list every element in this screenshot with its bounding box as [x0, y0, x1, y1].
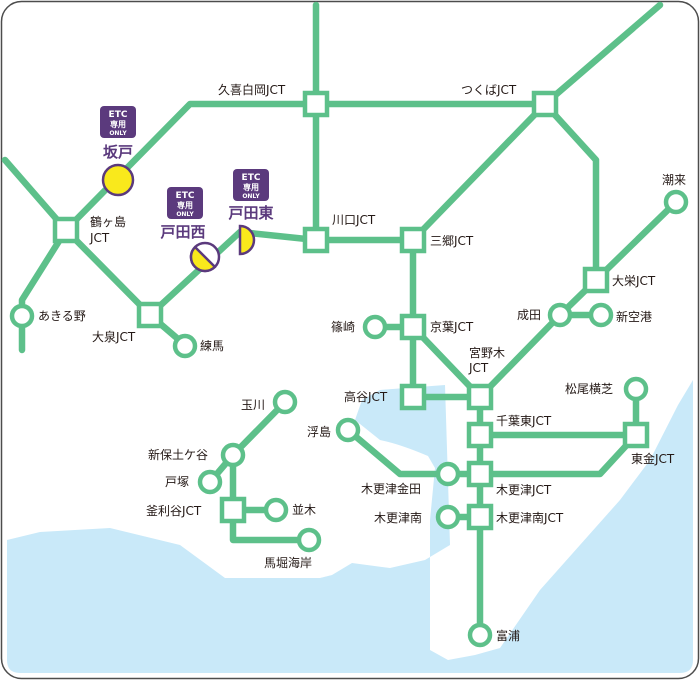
- etc-badge-top: ETC: [242, 173, 261, 183]
- jct-oizumi[interactable]: [136, 301, 164, 329]
- etc-badge-mid: 専用: [243, 182, 259, 192]
- jct-kawaguchi[interactable]: [302, 226, 330, 254]
- label-kisarazu-minami: 木更津南: [374, 510, 422, 525]
- etc-badge-bot: ONLY: [109, 130, 127, 137]
- ic-totsuka[interactable]: [197, 469, 223, 495]
- road-misato-tsukuba: [409, 100, 549, 244]
- ic-matsuo-yokoshiba[interactable]: [623, 376, 649, 402]
- label-akiruno: あきる野: [38, 309, 86, 323]
- label-nerima: 練馬: [200, 339, 224, 353]
- ic-maborikaigan[interactable]: [296, 527, 322, 553]
- etc-badge-bot: ONLY: [242, 193, 260, 200]
- ic-namiki[interactable]: [263, 497, 289, 523]
- ic-tomiura[interactable]: [467, 622, 493, 648]
- road-ken-o-tsukuba-oei: [541, 100, 600, 284]
- road-aqua-line: [344, 426, 452, 478]
- label-narita: 成田: [517, 308, 541, 322]
- label-togane-jct: 東金JCT: [631, 451, 675, 466]
- etc-badge-bot: ONLY: [176, 211, 194, 218]
- label-totsuka: 戸塚: [165, 475, 189, 489]
- junctions: [52, 90, 650, 531]
- jct-miyanogi[interactable]: [466, 383, 494, 411]
- label-shin-kuko: 新空港: [616, 309, 652, 324]
- etc-badge-mid: 専用: [110, 119, 126, 129]
- place-labels: 久喜白岡JCT つくばJCT 潮来 鶴ヶ島 JCT あきる野 大泉JCT 練馬 …: [38, 82, 686, 643]
- label-tsukuba-jct: つくばJCT: [461, 83, 517, 97]
- label-miyanogi-jct-line2: JCT: [468, 361, 489, 375]
- ic-nerima[interactable]: [172, 333, 198, 359]
- label-tomiura: 富浦: [496, 628, 520, 643]
- ic-kisarazu-kaneda[interactable]: [435, 461, 461, 487]
- label-maborikaigan: 馬堀海岸: [264, 555, 312, 570]
- jct-kisarazu-minami[interactable]: [466, 503, 494, 531]
- etc-badge-mid: 専用: [177, 200, 193, 210]
- label-kisarazu-kaneda: 木更津金田: [361, 481, 421, 496]
- jct-misato[interactable]: [399, 226, 427, 254]
- label-kisarazu-minami-jct: 木更津南JCT: [496, 510, 564, 525]
- etc-badge-box: [100, 106, 136, 138]
- jct-togane[interactable]: [622, 421, 650, 449]
- label-ukishima: 浮島: [307, 424, 331, 439]
- label-kisarazu-jct: 木更津JCT: [496, 483, 552, 497]
- etc-badge-todahigashi: ETC 専用 ONLY 戸田東: [228, 169, 274, 222]
- etc-ic-name: 戸田東: [228, 204, 273, 222]
- etc-ic-name: 戸田西: [160, 223, 205, 241]
- ic-todahigashi-etc[interactable]: [238, 224, 256, 256]
- ic-shinozaki[interactable]: [362, 314, 388, 340]
- ic-tamagawa[interactable]: [272, 389, 298, 415]
- ic-shin-kuko[interactable]: [588, 302, 614, 328]
- label-oei-jct: 大栄JCT: [612, 274, 656, 288]
- label-oizumi-jct: 大泉JCT: [92, 330, 136, 344]
- etc-badge-box: [233, 169, 269, 201]
- label-tsurugashima-jct-line1: 鶴ヶ島: [90, 214, 126, 229]
- jct-kamariya[interactable]: [219, 496, 247, 524]
- label-itako: 潮来: [662, 172, 686, 187]
- tokyo-bay-sea: [7, 380, 693, 673]
- label-kamariya-jct: 釜利谷JCT: [146, 503, 202, 518]
- label-kawaguchi-jct: 川口JCT: [332, 213, 376, 227]
- label-keiyo-jct: 京葉JCT: [430, 320, 474, 334]
- etc-ic-name: 坂戸: [103, 143, 133, 161]
- etc-badge-top: ETC: [176, 191, 195, 201]
- label-takaya-jct: 高谷JCT: [344, 389, 388, 404]
- label-kuki-shiraoka-jct: 久喜白岡JCT: [218, 82, 286, 97]
- ic-todanishi-etc[interactable]: [189, 241, 221, 273]
- ic-kisarazu-minami[interactable]: [435, 504, 461, 530]
- etc-badge-sakado: ETC 専用 ONLY 坂戸: [100, 106, 136, 161]
- label-shin-hodogaya: 新保土ケ谷: [148, 447, 208, 462]
- jct-keiyo[interactable]: [399, 313, 427, 341]
- label-miyanogi-jct-line1: 宮野木: [469, 345, 505, 360]
- jct-takaya[interactable]: [399, 383, 427, 411]
- label-misato-jct: 三郷JCT: [430, 234, 474, 248]
- label-namiki: 並木: [292, 503, 316, 517]
- jct-tsurugashima[interactable]: [52, 216, 80, 244]
- jct-oei[interactable]: [582, 266, 610, 294]
- jct-kuki-shiraoka[interactable]: [302, 90, 330, 118]
- ic-narita[interactable]: [547, 302, 573, 328]
- jct-kisarazu[interactable]: [466, 460, 494, 488]
- etc-badge-top: ETC: [109, 110, 128, 120]
- jct-chiba-higashi[interactable]: [466, 421, 494, 449]
- etc-badge-box: [167, 187, 203, 219]
- label-shinozaki: 篠崎: [331, 319, 355, 334]
- ic-ukishima[interactable]: [335, 417, 361, 443]
- ic-itako[interactable]: [663, 189, 689, 215]
- jct-tsukuba[interactable]: [531, 90, 559, 118]
- interchanges: [9, 189, 689, 648]
- ic-akiruno[interactable]: [9, 303, 35, 329]
- etc-badge-todanishi: ETC 専用 ONLY 戸田西: [160, 187, 206, 241]
- label-tamagawa: 玉川: [241, 398, 265, 412]
- ic-sakado-etc[interactable]: [101, 163, 135, 197]
- ic-shin-hodogaya[interactable]: [220, 442, 246, 468]
- label-matsuo-yokoshiba: 松尾横芝: [565, 381, 613, 396]
- label-tsurugashima-jct-line2: JCT: [89, 231, 110, 245]
- label-chiba-higashi-jct: 千葉東JCT: [496, 414, 552, 428]
